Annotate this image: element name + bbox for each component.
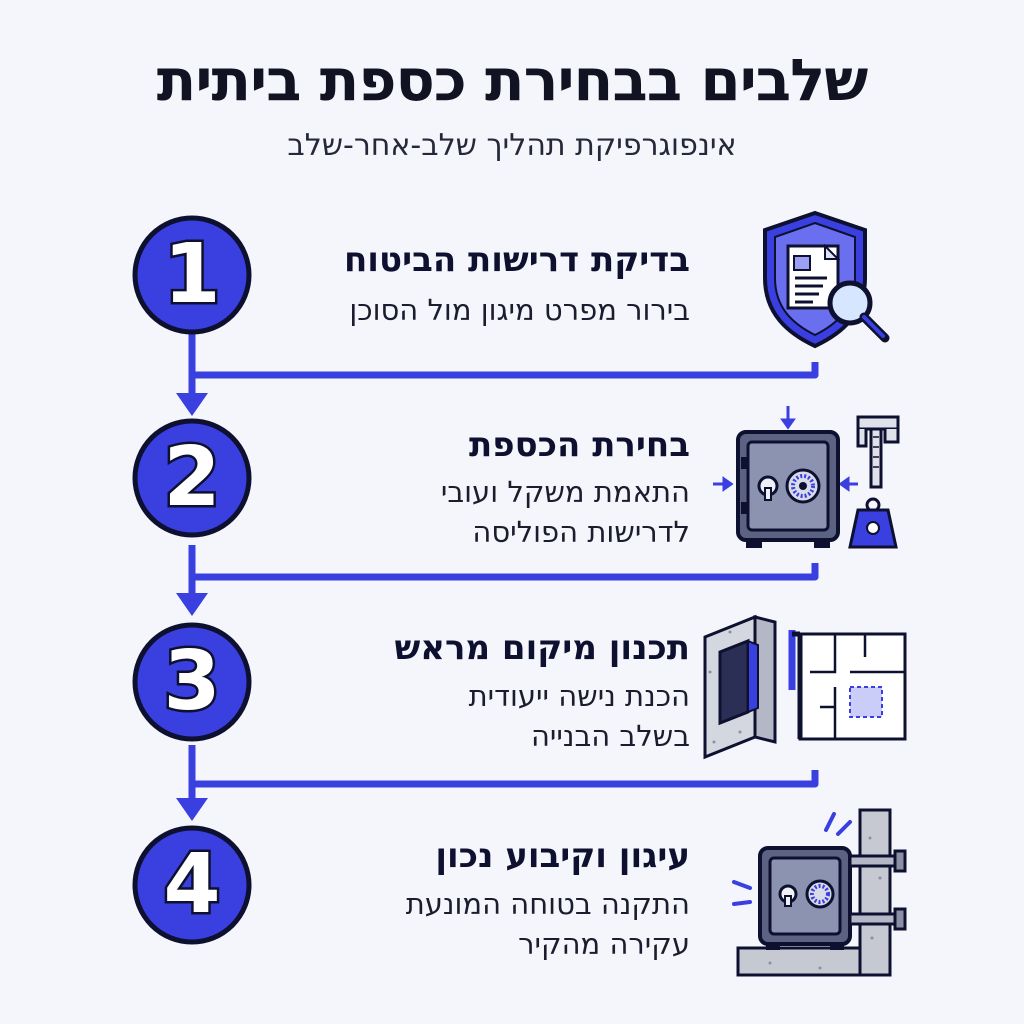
arrowhead-2-3 <box>176 593 208 616</box>
safe-bolted-wall-icon <box>732 808 907 977</box>
step-desc-2-line2: לדרישות הפוליסה <box>472 515 690 549</box>
step-desc-2-line1: התאמת משקל ועובי <box>440 475 690 509</box>
shield-document-magnifier-icon <box>763 210 890 349</box>
page-title: שלבים בבחירת כספת ביתית <box>156 46 869 114</box>
step-title-2: בחירת הכספת <box>469 425 690 465</box>
step-number-1: 1 <box>161 225 223 325</box>
step-desc-3-line1: הכנת נישה ייעודית <box>468 679 690 713</box>
arrowhead-3-4 <box>176 798 208 821</box>
page-subtitle: אינפוגרפיקת תהליך שלב-אחר-שלב <box>287 128 737 163</box>
step-title-3: תכנון מיקום מראש <box>394 628 690 668</box>
connector-1-2 <box>188 320 819 395</box>
step-number-2: 2 <box>161 428 223 528</box>
step-number-3: 3 <box>161 632 223 732</box>
connector-3-4 <box>188 745 819 800</box>
step-circle-1 <box>132 215 252 335</box>
step-circle-4 <box>132 825 252 945</box>
step-desc-4-line2: עקירה מהקיר <box>518 927 690 961</box>
step-desc-4-line1: התקנה בטוחה המונעת <box>405 887 690 921</box>
wall-niche-floorplan-icon <box>703 614 907 760</box>
step-number-4: 4 <box>161 835 223 935</box>
step-desc-3-line2: בשלב הבנייה <box>530 719 690 753</box>
step-title-1: בדיקת דרישות הביטוח <box>343 240 690 280</box>
connector-2-3 <box>188 545 819 595</box>
step-title-4: עיגון וקיבוע נכון <box>435 836 690 876</box>
step-circle-2 <box>132 418 252 538</box>
step-desc-1-line1: בירור מפרט מיגון מול הסוכן <box>349 293 690 327</box>
arrowhead-1-2 <box>176 393 208 416</box>
safe-caliper-weight-icon <box>713 406 900 549</box>
step-circle-3 <box>132 622 252 742</box>
